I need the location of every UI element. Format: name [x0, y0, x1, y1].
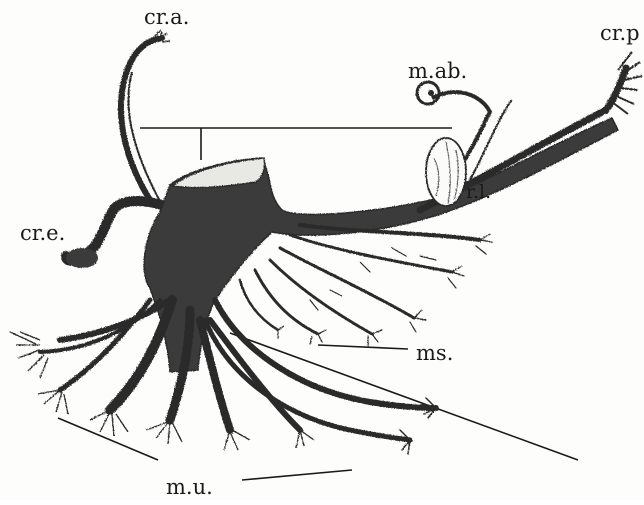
- nerve-cra-inner: [128, 72, 162, 205]
- label-ms: ms.: [416, 341, 453, 365]
- leader-line-mu-right: [242, 470, 352, 480]
- lower-branches: [205, 300, 436, 454]
- mab-ring-dot: [428, 90, 434, 96]
- label-cra: cr.a.: [144, 5, 189, 29]
- leader-line-mu-left: [58, 418, 158, 460]
- nerve-drawing: [10, 30, 642, 454]
- label-crp: cr.p: [600, 21, 640, 45]
- label-rl: r.l.: [466, 181, 491, 203]
- rl-oval: [426, 138, 466, 206]
- label-cre: cr.e.: [20, 221, 65, 245]
- nerve-cra: [121, 38, 162, 200]
- nerve-cre-end: [66, 248, 98, 268]
- ganglion-cap: [172, 158, 265, 188]
- label-mab: m.ab.: [408, 59, 467, 83]
- leader-line-ms: [318, 345, 408, 349]
- ganglion-body: [144, 118, 618, 372]
- label-mu: m.u.: [166, 475, 213, 499]
- nerve-crp-tuft: [612, 52, 642, 114]
- right-branches: [240, 225, 492, 346]
